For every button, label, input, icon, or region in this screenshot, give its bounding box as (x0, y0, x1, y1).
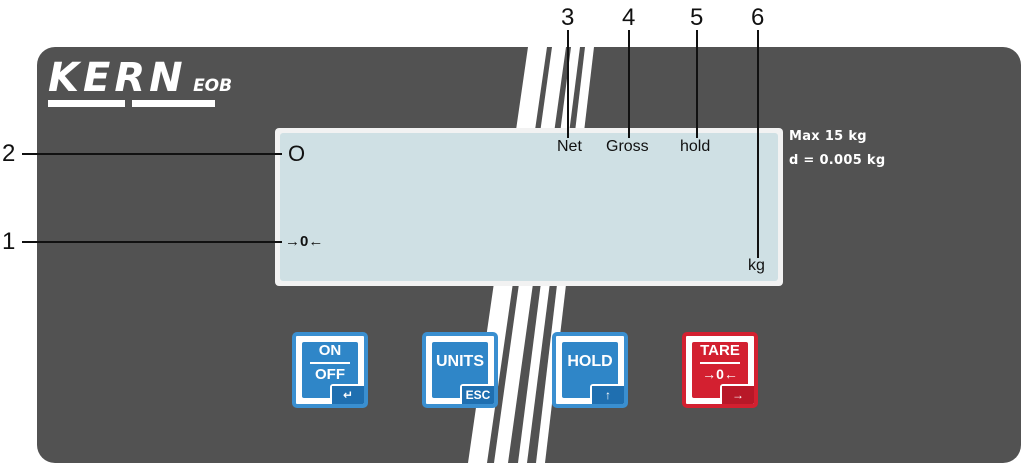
zero-label: →0← (702, 366, 738, 382)
callout-2: 2 (2, 140, 16, 167)
corner-frame: ESC (460, 384, 494, 404)
units-label: UNITS (436, 353, 484, 370)
leader-lines (22, 30, 759, 258)
on-label: ON (318, 342, 342, 359)
brand-bar-2 (132, 100, 215, 107)
divider-line (310, 362, 350, 364)
stability-indicator: O (288, 141, 306, 166)
arrow-up-icon: ↑ (592, 386, 624, 404)
units-button[interactable]: UNITS ESC (422, 332, 498, 408)
brand-model: EOB (193, 76, 233, 96)
gross-indicator: Gross (606, 138, 649, 155)
hold-indicator: hold (680, 138, 711, 155)
hold-label: HOLD (567, 353, 613, 370)
brand-name: KERN (48, 55, 187, 101)
divider-line (700, 362, 740, 364)
brand-bar-1 (48, 100, 125, 107)
corner-frame: → (720, 384, 754, 404)
max-capacity: Max 15 kg (789, 129, 867, 144)
esc-label: ESC (462, 386, 494, 404)
readability: d = 0.005 kg (789, 153, 886, 168)
callout-6: 6 (751, 4, 765, 31)
arrow-right-icon: → (722, 386, 754, 404)
unit-indicator: kg (748, 257, 765, 274)
corner-frame: ↵ (330, 384, 364, 404)
enter-icon: ↵ (332, 386, 364, 404)
tare-label: TARE (700, 342, 740, 359)
corner-frame: ↑ (590, 384, 624, 404)
callout-5: 5 (690, 4, 704, 31)
callout-1: 1 (2, 228, 16, 255)
off-label: OFF (315, 366, 345, 383)
callout-4: 4 (622, 4, 636, 31)
kern-logo: KERN EOB (48, 58, 232, 98)
callout-3: 3 (561, 4, 575, 31)
lcd-screen (280, 133, 778, 281)
on-off-button[interactable]: ON OFF ↵ (292, 332, 368, 408)
zero-indicator: →0← (285, 233, 324, 250)
net-indicator: Net (557, 138, 582, 155)
hold-button[interactable]: HOLD ↑ (552, 332, 628, 408)
tare-button[interactable]: TARE →0← → (682, 332, 758, 408)
